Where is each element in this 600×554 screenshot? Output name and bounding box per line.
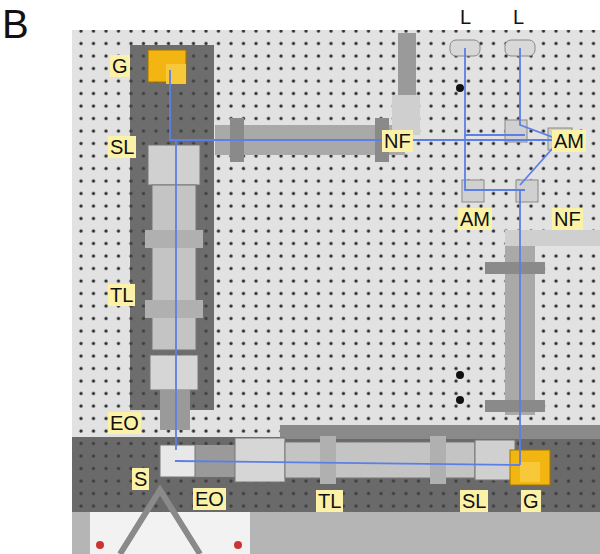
part-label: G bbox=[110, 55, 130, 77]
part-label: EO bbox=[108, 412, 141, 434]
part-label: TL bbox=[316, 490, 343, 512]
part-label: L bbox=[513, 6, 524, 28]
part-label: TL bbox=[108, 284, 135, 306]
part-label: SL bbox=[108, 136, 136, 158]
part-label: SL bbox=[460, 490, 488, 512]
part-label: AM bbox=[458, 208, 492, 230]
part-label: L bbox=[460, 6, 471, 28]
part-label: G bbox=[521, 490, 541, 512]
panel-letter: B bbox=[2, 2, 29, 46]
part-label: NF bbox=[382, 130, 413, 152]
part-label: NF bbox=[552, 208, 583, 230]
part-label: EO bbox=[193, 488, 226, 510]
part-label: S bbox=[132, 468, 149, 490]
part-label: AM bbox=[552, 130, 586, 152]
